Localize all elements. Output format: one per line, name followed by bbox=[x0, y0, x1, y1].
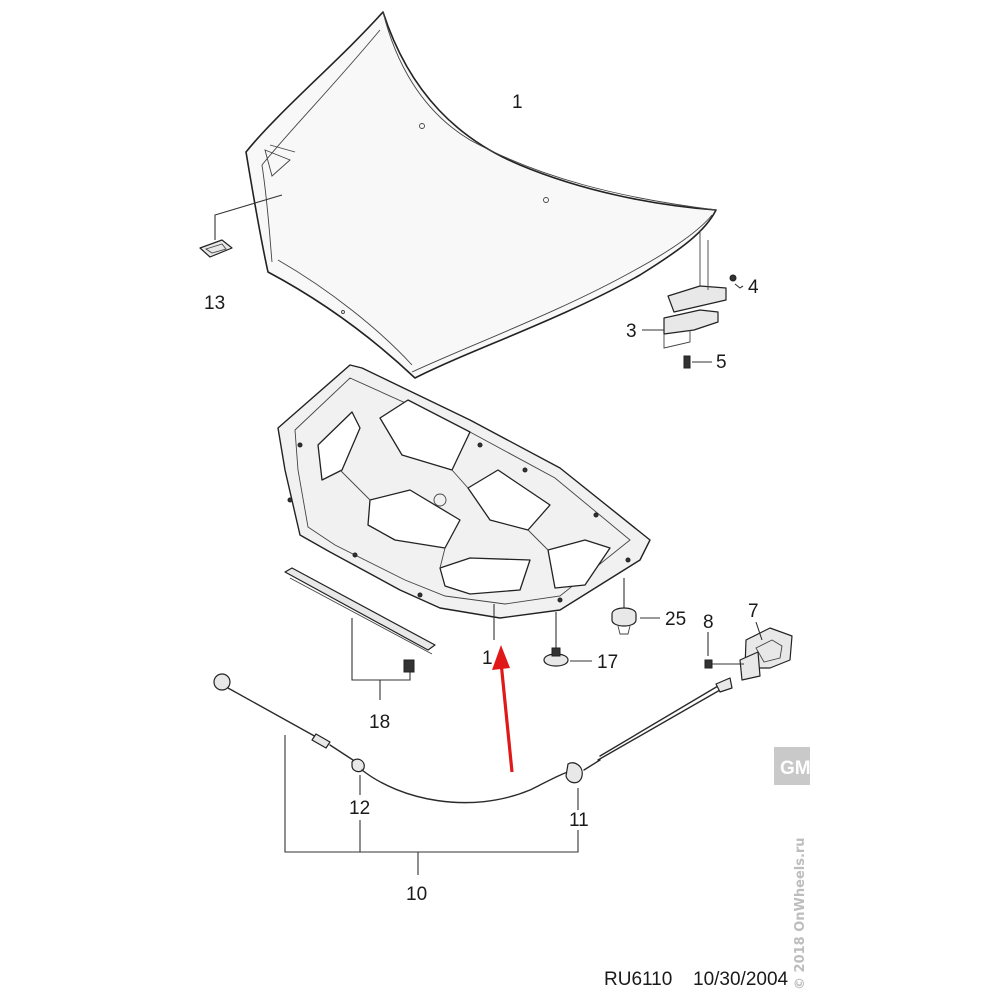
callout-3: 3 bbox=[626, 321, 637, 342]
callout-10: 10 bbox=[406, 884, 427, 905]
hood-panel bbox=[245, 11, 717, 379]
hood-hinge bbox=[642, 230, 744, 369]
callout-4: 4 bbox=[748, 277, 759, 298]
copyright-watermark: © 2018 OnWheels.ru bbox=[793, 837, 808, 990]
red-pointer-arrow bbox=[492, 645, 514, 773]
callout-17: 17 bbox=[597, 652, 618, 673]
gm-logo-text: GM bbox=[780, 758, 811, 779]
hood-latch-striker bbox=[199, 194, 283, 258]
release-cable bbox=[213, 673, 733, 875]
clip-25 bbox=[611, 578, 660, 635]
diagram-code: RU6110 bbox=[604, 969, 672, 990]
callout-8: 8 bbox=[703, 612, 714, 633]
callout-5: 5 bbox=[716, 352, 727, 373]
callout-25: 25 bbox=[665, 609, 686, 630]
gm-logo: GM bbox=[774, 747, 811, 785]
hood-insulator bbox=[277, 364, 651, 640]
diagram-date: 10/30/2004 bbox=[693, 969, 789, 990]
callout-13: 13 bbox=[204, 293, 225, 314]
front-seal bbox=[284, 567, 436, 700]
callout-1-insulator: 1 bbox=[482, 648, 493, 669]
callout-1-hood: 1 bbox=[512, 92, 523, 113]
callout-18: 18 bbox=[369, 712, 390, 733]
clip-17 bbox=[543, 612, 592, 667]
callout-12: 12 bbox=[349, 798, 370, 819]
hood-latch bbox=[704, 621, 793, 681]
callout-7: 7 bbox=[748, 601, 759, 622]
callout-11: 11 bbox=[569, 810, 589, 831]
